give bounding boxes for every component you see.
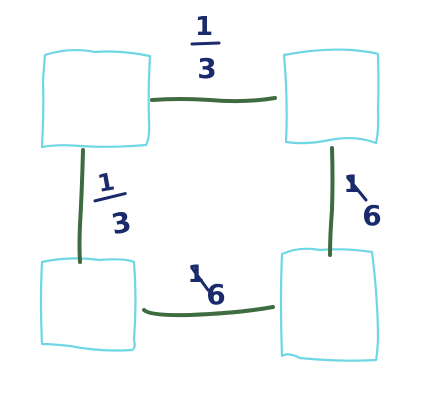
- fraction-label-bottom: 1 6: [188, 260, 226, 311]
- numerator: 1: [95, 167, 116, 197]
- box-bottom-left: [39, 257, 137, 352]
- box-top-left: [40, 48, 152, 149]
- numerator: 1: [195, 12, 213, 42]
- fraction-bar: [190, 266, 210, 292]
- denominator: 3: [109, 205, 134, 241]
- fraction-bar: [190, 41, 221, 46]
- fraction-label-left: 1 3: [93, 167, 134, 241]
- fraction-label-top: 1 3: [190, 12, 221, 85]
- fraction-bar: [346, 176, 368, 202]
- denominator: 6: [362, 199, 381, 232]
- denominator: 6: [206, 278, 225, 311]
- fraction-bar: [93, 192, 127, 203]
- edge-top: [150, 96, 277, 104]
- edge-right: [328, 146, 335, 257]
- edge-left: [77, 148, 85, 264]
- edge-bottom: [142, 305, 275, 318]
- denominator: 3: [197, 52, 216, 85]
- box-bottom-right: [279, 247, 380, 362]
- box-top-right: [282, 48, 380, 145]
- fraction-label-right: 1 6: [344, 170, 382, 232]
